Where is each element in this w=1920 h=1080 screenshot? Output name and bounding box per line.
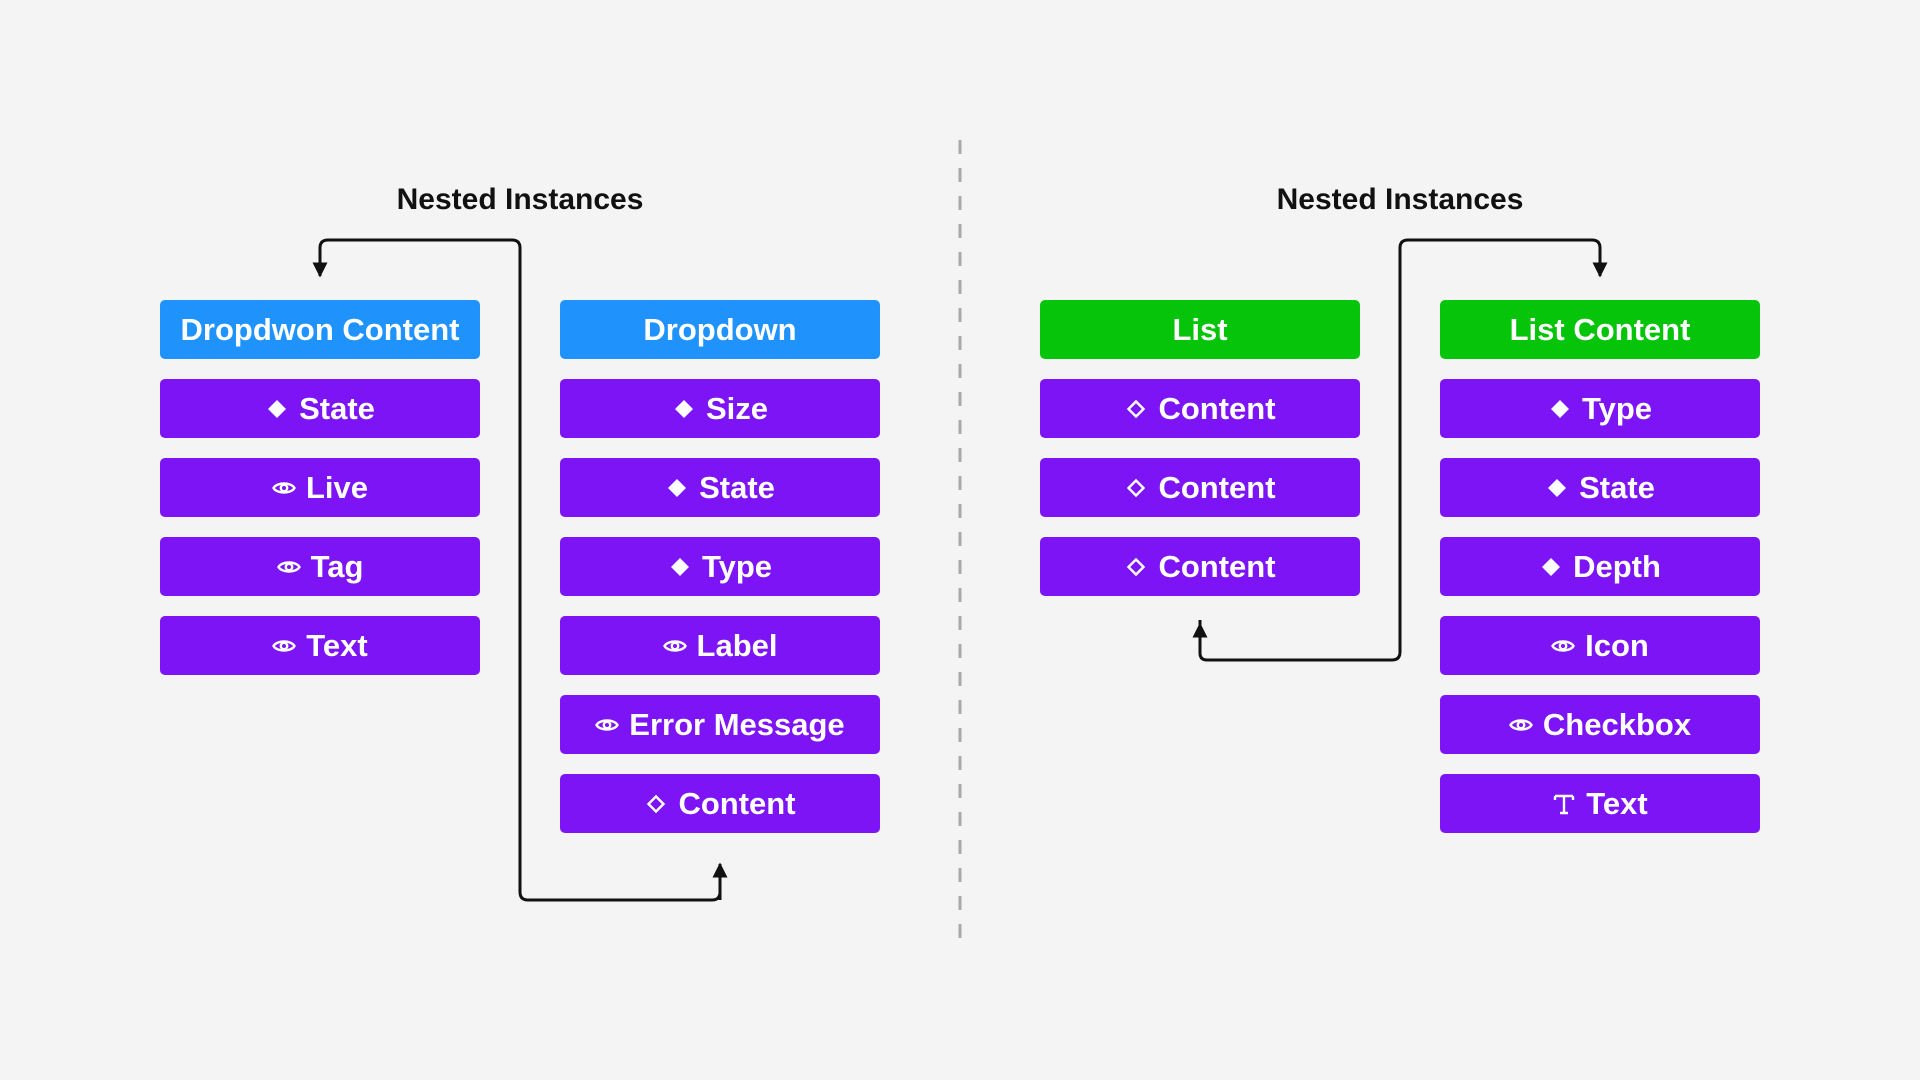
property-label: Tag [310,548,364,584]
property-label: Checkbox [1542,706,1692,742]
diamond-outline-icon [644,792,668,816]
diamond-outline-icon [1124,555,1148,579]
right-heading: Nested Instances [1276,183,1524,216]
property-item: Type [560,537,880,596]
property-item: Content [560,774,880,833]
property-item: Live [160,458,480,517]
property-label: State [299,390,375,426]
diamond-filled-icon [1545,476,1569,500]
property-item: State [160,379,480,438]
dropdown-column: Dropdown Size State Type Label Error Mes… [560,300,880,833]
property-label: Content [1158,548,1276,584]
property-label: Content [1158,390,1276,426]
property-label: Live [305,469,369,505]
property-item: Checkbox [1440,695,1760,754]
connector-list-to-list-content [1198,238,1608,662]
property-label: Depth [1573,548,1661,584]
list-header: List [1040,300,1360,359]
property-item: Text [160,616,480,675]
eye-icon [1509,713,1533,737]
left-heading: Nested Instances [396,183,644,216]
property-item: State [560,458,880,517]
diamond-filled-icon [265,397,289,421]
text-icon [1552,792,1576,816]
property-label: Text [1586,785,1648,821]
diamond-filled-icon [672,397,696,421]
diamond-outline-icon [1124,397,1148,421]
property-item: Content [1040,458,1360,517]
property-item: Tag [160,537,480,596]
diamond-outline-icon [1124,476,1148,500]
eye-icon [276,555,301,579]
property-item: Label [560,616,880,675]
dropdown-content-column: Dropdwon Content State Live Tag Text [160,300,480,675]
property-item: Text [1440,774,1760,833]
property-label: State [699,469,775,505]
property-item: State [1440,458,1760,517]
property-label: Type [1581,390,1653,426]
diamond-filled-icon [1548,397,1572,421]
list-column: List Content Content Content [1040,300,1360,596]
eye-icon [1551,634,1576,658]
list-content-header: List Content [1440,300,1760,359]
eye-icon [662,634,687,658]
property-label: Content [1158,469,1276,505]
eye-icon [595,713,620,737]
diamond-filled-icon [1539,555,1563,579]
property-item: Content [1040,537,1360,596]
property-item: Type [1440,379,1760,438]
property-item: Icon [1440,616,1760,675]
property-label: Text [306,627,368,663]
list-content-column: List Content Type State Depth Icon Check… [1440,300,1760,833]
property-item: Content [1040,379,1360,438]
property-label: Content [678,785,796,821]
dropdown-content-header: Dropdwon Content [160,300,480,359]
eye-icon [272,634,297,658]
property-label: Error Message [629,706,845,742]
property-label: Icon [1585,627,1649,663]
property-item: Size [560,379,880,438]
property-item: Depth [1440,537,1760,596]
diamond-filled-icon [668,555,692,579]
property-item: Error Message [560,695,880,754]
property-label: Type [701,548,773,584]
property-label: State [1579,469,1655,505]
diamond-filled-icon [665,476,689,500]
eye-icon [272,476,296,500]
property-label: Label [696,627,778,663]
dropdown-header: Dropdown [560,300,880,359]
property-label: Size [705,390,769,426]
